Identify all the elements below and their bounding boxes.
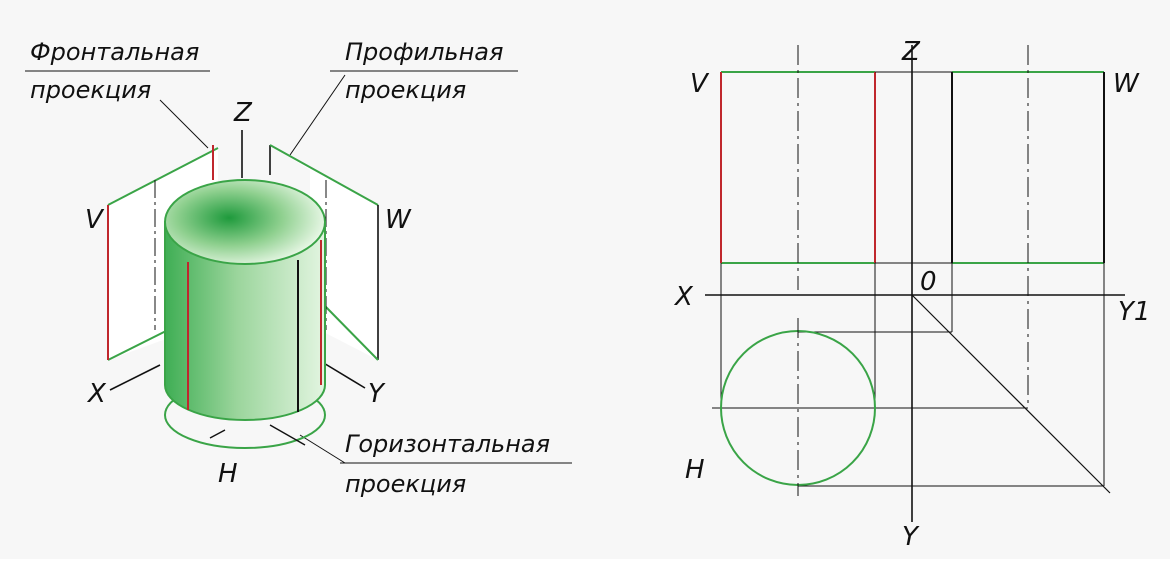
frontal-caption-line-1: Фронтальная	[30, 38, 199, 66]
ortho-label-y: Y	[902, 522, 920, 552]
axis-label-z: Z	[233, 98, 253, 128]
ortho-label-w: W	[1113, 69, 1140, 99]
frontal-leader-line	[159, 99, 209, 149]
axis-label-x: X	[86, 379, 107, 409]
h-axis-left	[209, 429, 226, 439]
orthographic-view: Z V W X 0 Y1 H Y	[673, 37, 1150, 552]
ortho-label-h: H	[685, 455, 705, 485]
horizontal-leader-line	[299, 434, 346, 464]
frontal-caption-line-2: проекция	[30, 76, 151, 104]
profile-caption-line-1: Профильная	[345, 38, 503, 66]
profile-caption-line-2: проекция	[345, 76, 466, 104]
frontal-plane-top-edge	[107, 147, 219, 206]
cylinder-body	[164, 221, 326, 421]
profile-plane-top-edge	[269, 144, 379, 206]
axis-label-y: Y	[368, 379, 386, 409]
plane-label-h: H	[218, 459, 238, 489]
profile-leader-line	[289, 74, 346, 156]
h-axis-right	[269, 424, 306, 446]
ortho-label-v: V	[690, 69, 710, 99]
plane-label-w: W	[385, 205, 412, 235]
y-axis	[321, 361, 366, 389]
plane-label-v: V	[85, 205, 105, 235]
ortho-label-o: 0	[920, 267, 937, 297]
horizontal-caption-line-1: Горизонтальная	[345, 430, 550, 458]
ortho-label-x: X	[673, 282, 694, 312]
constant-line-45	[911, 294, 1111, 494]
ortho-label-z: Z	[901, 37, 921, 67]
ortho-label-y1: Y1	[1118, 297, 1150, 327]
x-axis	[109, 364, 161, 391]
axonometric-view: Фронтальная проекция Профильная проекция…	[25, 38, 572, 498]
profile-plane-bottom-edge	[323, 304, 379, 361]
frontal-plane-bottom-edge	[107, 329, 169, 361]
horizontal-caption-line-2: проекция	[345, 470, 466, 498]
cylinder-top	[164, 179, 326, 265]
